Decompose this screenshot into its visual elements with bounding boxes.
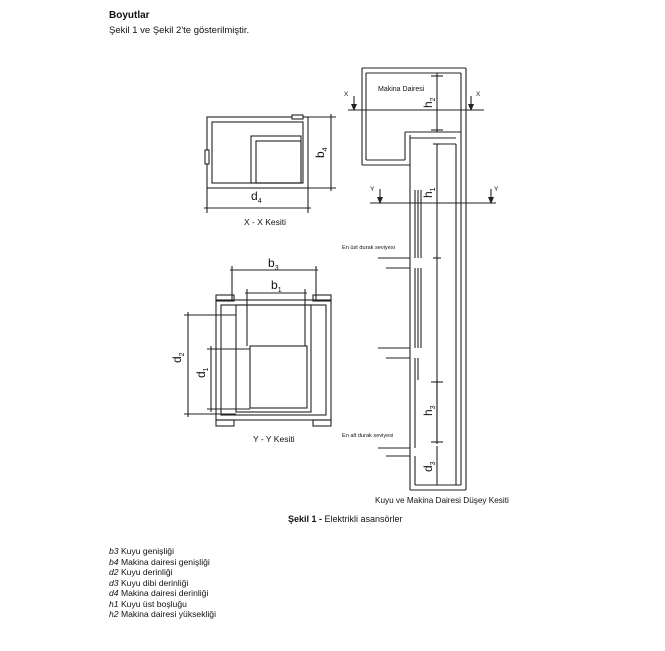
- plan-xx-inner-wall: [211, 121, 304, 184]
- dim-d1: d1: [194, 367, 210, 378]
- figure-caption: Şekil 1 - Elektrikli asansörler: [288, 514, 403, 524]
- legend-row-h1: h1 Kuyu üst boşluğu: [109, 598, 187, 609]
- plan-yy-outer-wall: [215, 299, 332, 421]
- section-mark-y-left: Y: [370, 186, 375, 193]
- dim-h1: h1: [421, 187, 437, 198]
- bottom-stop-label: En alt durak seviyesi: [342, 433, 393, 439]
- dim-b3: b3: [268, 256, 279, 272]
- dim-d4: d4: [251, 189, 262, 205]
- section-caption: Kuyu ve Makina Dairesi Düşey Kesiti: [375, 496, 509, 505]
- vertical-section: [348, 67, 496, 491]
- section-title: Boyutlar: [109, 10, 150, 21]
- dim-d3: d3: [421, 461, 437, 472]
- plan-xx-caption: X - X Kesiti: [244, 217, 286, 227]
- legend-row-d2: d2 Kuyu derinliği: [109, 567, 173, 577]
- plan-xx-shaft-inner: [255, 140, 302, 184]
- plan-xx-shaft-outline: [250, 135, 302, 184]
- legend-row-b3: b3 Kuyu genişliği: [109, 546, 174, 556]
- section-mark-x-left: X: [344, 91, 349, 98]
- plan-yy-caption: Y - Y Kesiti: [253, 434, 295, 444]
- plan-yy-inner-wall: [220, 304, 327, 416]
- legend-row-d4: d4 Makina dairesi derinliği: [109, 588, 209, 598]
- dim-h2: h2: [421, 97, 437, 108]
- dim-d2: d2: [170, 352, 186, 363]
- plan-yy: [184, 266, 332, 427]
- section-mark-x-right: X: [476, 91, 481, 98]
- section-subtitle: Şekil 1 ve Şekil 2'te gösterilmiştir.: [109, 25, 250, 36]
- legend-row-d3: d3 Kuyu dibi derinliği: [109, 577, 189, 588]
- plan-yy-car-outline: [235, 304, 312, 413]
- plan-xx: [204, 114, 336, 213]
- dim-b1: b1: [271, 278, 282, 294]
- plan-xx-outer-wall: [206, 116, 309, 189]
- top-stop-label: En üst durak seviyesi: [342, 245, 395, 251]
- symbol-legend: b3 Kuyu genişliği b4 Makina dairesi geni…: [109, 546, 216, 620]
- dim-b4: b4: [313, 147, 329, 158]
- plan-yy-car: [249, 345, 308, 409]
- machine-room-label: Makina Dairesi: [378, 86, 425, 93]
- legend-row-b4: b4 Makina dairesi genişliği: [109, 556, 210, 567]
- dim-h3: h3: [421, 405, 437, 416]
- section-mark-y-right: Y: [494, 186, 499, 193]
- legend-row-h2: h2 Makina dairesi yüksekliği: [109, 609, 217, 619]
